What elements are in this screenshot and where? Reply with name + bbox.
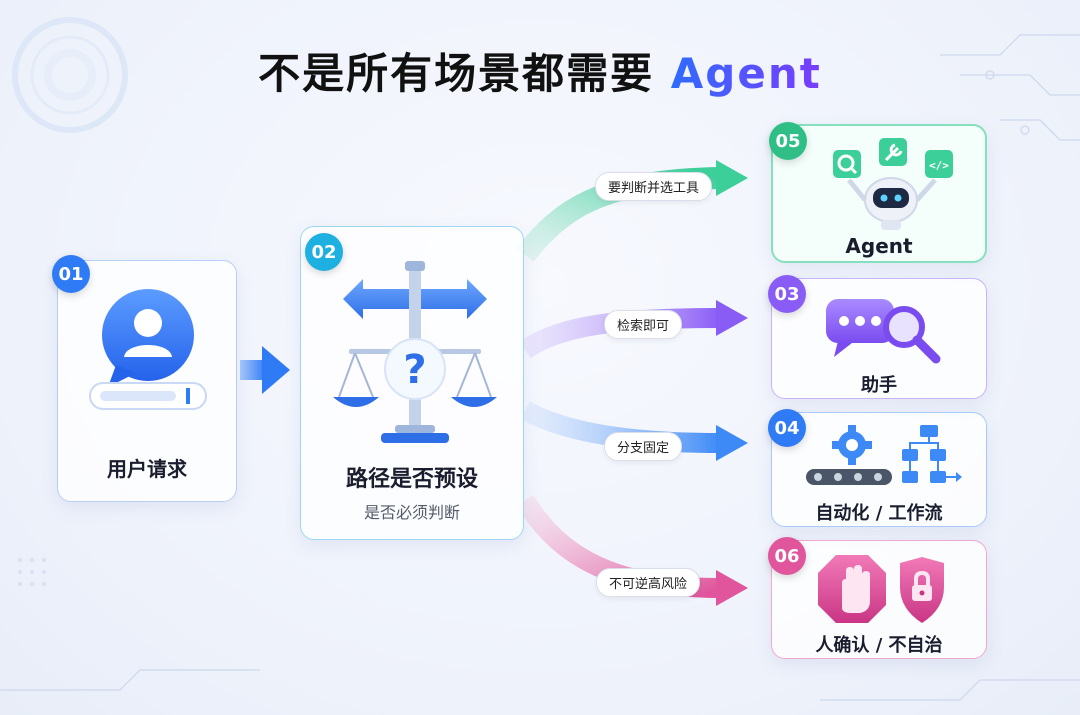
node-workflow: 04 自动化 / 工作流: [768, 409, 987, 527]
node-assistant: 03 助手: [768, 275, 987, 399]
step-badge: 03: [768, 275, 806, 313]
svg-text:?: ?: [403, 347, 426, 393]
page-title: 不是所有场景都需要 Agent: [0, 40, 1080, 101]
node-label: 助手: [861, 375, 897, 396]
main-arrow: [240, 346, 290, 394]
step-badge: 01: [52, 255, 90, 293]
node-agent: 05 </> Agent: [769, 122, 987, 263]
signpost-scale-icon: ?: [333, 261, 497, 443]
svg-text:</>: </>: [929, 159, 949, 172]
title-main: 不是所有场景都需要: [258, 49, 655, 98]
node-label: 自动化 / 工作流: [815, 503, 943, 524]
step-badge: 05: [769, 122, 807, 160]
node-sublabel: 是否必须判断: [363, 503, 460, 522]
node-user-request: 01 用户请求: [52, 255, 237, 502]
gear-conveyor-flowchart-icon: [806, 425, 962, 485]
branch-label-assistant: 检索即可: [604, 310, 683, 339]
node-label: 路径是否预设: [345, 467, 478, 492]
stop-hand-shield-lock-icon: [818, 555, 944, 623]
step-badge: 06: [768, 537, 806, 575]
step-badge: 04: [768, 409, 806, 447]
title-accent: Agent: [670, 49, 822, 98]
chat-search-icon: [826, 299, 941, 364]
node-label: Agent: [845, 234, 913, 258]
node-human-confirm: 06 人确认 / 不自治: [768, 537, 987, 659]
node-label: 用户请求: [107, 457, 187, 481]
step-badge: 02: [305, 233, 343, 271]
user-chat-icon: [89, 289, 207, 410]
branch-arrow-assistant: [519, 300, 748, 359]
node-label: 人确认 / 不自治: [815, 635, 943, 656]
branch-label-human: 不可逆高风险: [596, 568, 701, 597]
robot-tools-icon: </>: [833, 138, 953, 230]
node-decision: 02 ? 路径是否预设 是否必须判断: [300, 226, 524, 540]
branch-label-workflow: 分支固定: [604, 432, 683, 461]
branch-arrow-workflow: [520, 401, 748, 461]
branch-label-agent: 要判断并选工具: [595, 172, 713, 201]
